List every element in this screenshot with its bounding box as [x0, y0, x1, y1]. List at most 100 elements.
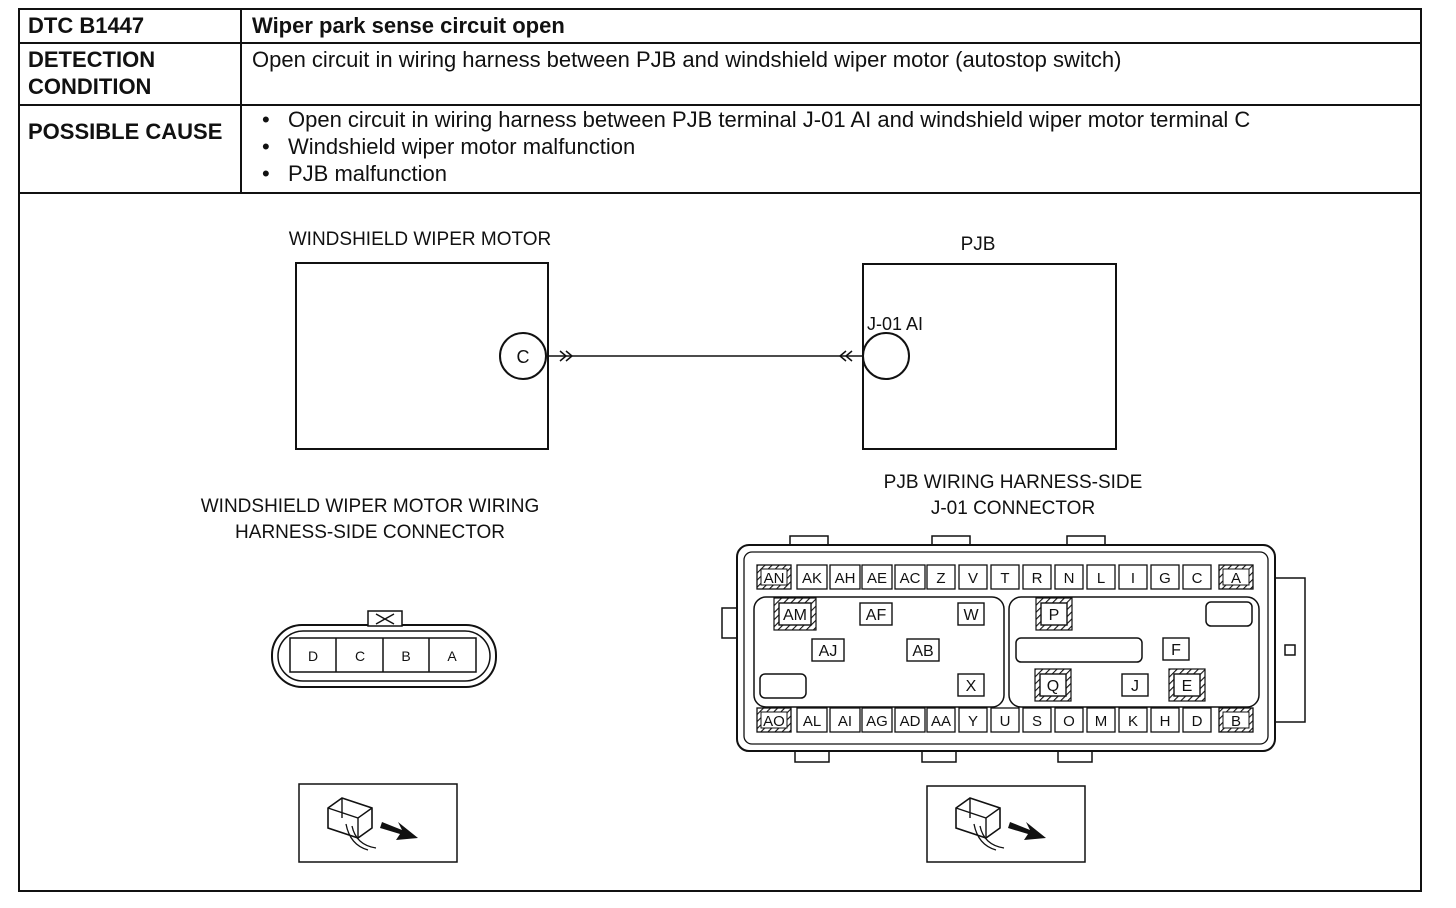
connector-pin-label: AD [900, 713, 921, 730]
detection-value: Open circuit in wiring harness between P… [240, 42, 1420, 106]
motor-connector-face [271, 610, 497, 688]
connector-pin-cell [906, 638, 940, 662]
connector-pin-label: U [1000, 713, 1011, 730]
connector-pin-cell [1162, 637, 1190, 661]
connector-pin-cell [1086, 564, 1116, 590]
connector-pin-label: N [1064, 570, 1075, 587]
connector-pin-label: M [1095, 713, 1108, 730]
connector-pin-label: X [966, 678, 977, 695]
connector-pin-cell [760, 711, 788, 729]
connector-pin-cell [1039, 673, 1067, 697]
connector-pin-cell [811, 638, 845, 662]
connector-pin-label: Y [968, 713, 978, 730]
dtc-sheet: DTC B1447 Wiper park sense circuit open … [18, 8, 1422, 892]
harness-side-view-icon [926, 785, 1086, 863]
connector-pin-label: E [1182, 678, 1193, 695]
connector-pin-label: G [1159, 570, 1171, 587]
connector-pin-label: Z [936, 570, 945, 587]
pjb-connector-title-2: J-01 CONNECTOR [931, 498, 1095, 519]
connector-pin-label: D [1192, 713, 1203, 730]
connector-pin-cell [958, 564, 988, 590]
connector-pin-label: AI [838, 713, 852, 730]
connector-pin-cell [760, 568, 788, 586]
motor-title: WINDSHIELD WIPER MOTOR [289, 229, 552, 250]
dtc-title: Wiper park sense circuit open [240, 10, 1420, 44]
connector-pin-cell [990, 564, 1020, 590]
connector-pin-cell [926, 707, 956, 733]
connector-pin-label: AE [867, 570, 887, 587]
connector-pin-cell [894, 564, 926, 590]
connector-pin-label: AG [866, 713, 888, 730]
connector-pin-cell [1118, 564, 1148, 590]
connector-pin-label: AN [764, 570, 785, 587]
connector-pin-cell [1173, 673, 1201, 697]
connector-pin-cell [796, 564, 828, 590]
connector-pin-cell [1086, 707, 1116, 733]
pjb-terminal-label: J-01 AI [867, 314, 923, 334]
connector-pin-label: A [447, 648, 457, 664]
pjb-terminal-circle [862, 332, 910, 380]
connector-pin-cell [829, 564, 861, 590]
connector-pin-cell [1182, 707, 1212, 733]
connector-pin-label: H [1160, 713, 1171, 730]
connector-pin-cell [1182, 564, 1212, 590]
connector-pin-label: C [355, 648, 365, 664]
connector-pin-label: C [1192, 570, 1203, 587]
connector-pin-label: AK [802, 570, 822, 587]
connector-pin-label: B [401, 648, 410, 664]
motor-terminal-label: C [517, 347, 530, 367]
connector-pin-label: J [1131, 678, 1139, 695]
connector-pin-label: S [1032, 713, 1042, 730]
connector-pin-label: I [1131, 570, 1135, 587]
cause-item: PJB malfunction [262, 160, 1420, 187]
connector-pin-cell [1022, 564, 1052, 590]
connector-pin-cell [1040, 602, 1068, 626]
connector-pin-cell [894, 707, 926, 733]
cause-item: Windshield wiper motor malfunction [262, 133, 1420, 160]
pjb-connector-marker-icon [838, 350, 853, 362]
connector-pin-label: D [308, 648, 318, 664]
connector-pin-cell [861, 707, 893, 733]
pjb-title: PJB [961, 234, 996, 255]
dtc-code: DTC B1447 [20, 10, 242, 44]
connector-pin-label: B [1231, 713, 1241, 730]
connector-pin-label: F [1171, 642, 1181, 659]
connector-pin-label: R [1032, 570, 1043, 587]
connector-pin-cell [778, 602, 812, 626]
connector-pin-label: O [1063, 713, 1075, 730]
dtc-info-table: DTC B1447 Wiper park sense circuit open … [20, 10, 1420, 194]
connector-pin-label: AO [763, 713, 785, 730]
connector-pin-label: AM [783, 607, 807, 624]
connector-pin-cell [957, 602, 985, 626]
connector-pin-cell [1054, 564, 1084, 590]
connector-pin-cell [859, 602, 893, 626]
pjb-connector-face [721, 535, 1306, 763]
detection-label: DETECTION CONDITION [20, 42, 242, 106]
connector-pin-label: AA [931, 713, 951, 730]
connector-pin-cell [796, 707, 828, 733]
connector-pin-label: A [1231, 570, 1241, 587]
connector-pin-cell [829, 707, 861, 733]
cause-row: POSSIBLE CAUSE Open circuit in wiring ha… [20, 104, 1420, 194]
connector-pin-cell [1150, 564, 1180, 590]
connector-pin-label: P [1049, 607, 1060, 624]
cause-list: Open circuit in wiring harness between P… [252, 106, 1420, 187]
connector-pin-cell [926, 564, 956, 590]
cause-label: POSSIBLE CAUSE [20, 104, 242, 194]
connector-pin-cell [958, 707, 988, 733]
connector-pin-cell [1150, 707, 1180, 733]
harness-side-view-icon [298, 783, 458, 863]
connector-pin-cell [990, 707, 1020, 733]
connector-pin-label: AB [912, 643, 933, 660]
connector-pin-label: Q [1047, 678, 1059, 695]
connector-pin-cell [957, 673, 985, 697]
connector-pin-cell [1022, 707, 1052, 733]
connector-pin-cell [1054, 707, 1084, 733]
connector-pin-label: AL [803, 713, 821, 730]
connector-pin-label: V [968, 570, 978, 587]
connector-pin-cell [1121, 673, 1149, 697]
connector-pin-label: AF [866, 607, 887, 624]
motor-connector-marker-icon [559, 350, 574, 362]
motor-connector-title-2: HARNESS-SIDE CONNECTOR [235, 522, 505, 543]
